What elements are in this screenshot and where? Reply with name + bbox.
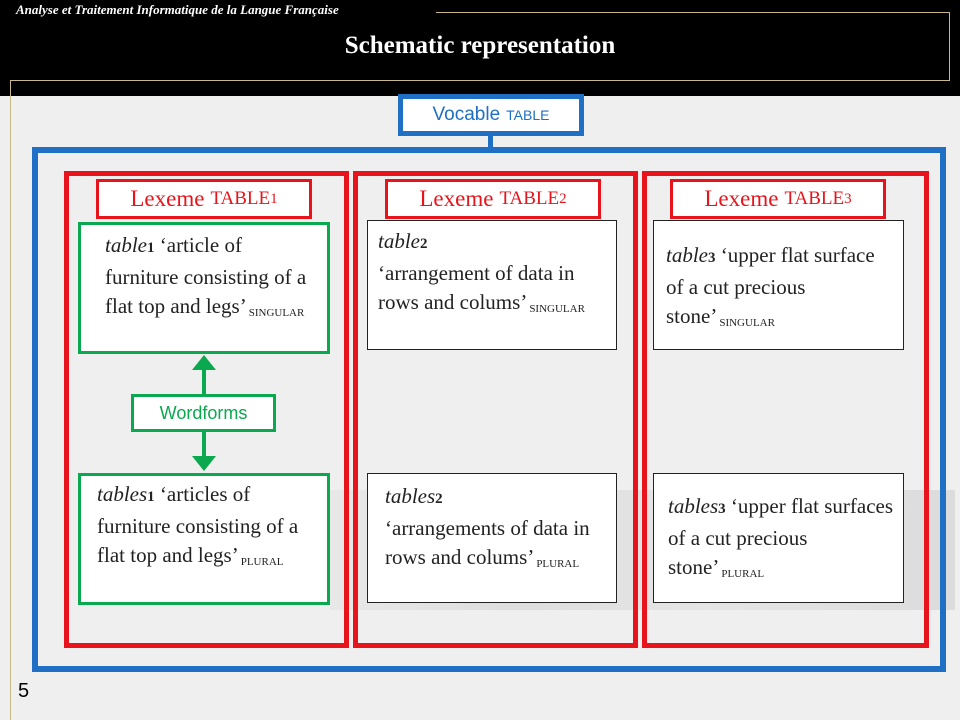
gram-tag: SINGULAR xyxy=(529,303,585,315)
sense-index: 3 xyxy=(718,501,726,517)
lexeme-name: TABLE xyxy=(499,188,560,209)
lexeme-index: 3 xyxy=(844,190,852,207)
lexeme-column-3 xyxy=(642,171,929,648)
vocable-label: Vocable xyxy=(432,104,501,125)
sense-box-tables2-plural: tables2 ‘arrangements of data in rows and… xyxy=(367,473,617,603)
sense-gloss: ‘articles of furniture consisting of a f… xyxy=(97,482,299,567)
sense-index: 3 xyxy=(708,250,716,266)
vocable-name: TABLE xyxy=(506,107,550,123)
lexeme-label: Lexeme xyxy=(704,186,779,211)
lexeme-column-1 xyxy=(64,171,349,648)
sense-index: 2 xyxy=(435,491,443,507)
lexeme-label: Lexeme xyxy=(130,186,205,211)
header-rule-right xyxy=(949,12,950,80)
header-rule-bottom xyxy=(10,80,950,81)
sense-word: tables xyxy=(385,484,436,508)
wordforms-box: Wordforms xyxy=(131,394,276,432)
gram-tag: PLURAL xyxy=(721,568,765,580)
sense-gloss: ‘arrangement of data in rows and colums’ xyxy=(378,261,575,314)
sense-box-tables3-plural: tables3 ‘upper flat surfaces of a cut pr… xyxy=(653,473,904,603)
lexeme-name: TABLE xyxy=(784,188,845,209)
sense-word: table xyxy=(378,229,420,253)
left-margin-rule xyxy=(10,80,11,720)
sense-gloss: ‘article of furniture consisting of a fl… xyxy=(105,233,307,318)
sense-word: table xyxy=(666,243,708,267)
lexeme-label: Lexeme xyxy=(419,186,494,211)
vocable-box: Vocable TABLE xyxy=(398,94,584,136)
page-number: 5 xyxy=(18,680,30,702)
sense-word: table xyxy=(105,233,147,257)
sense-box-table2-singular: table2 ‘arrangement of data in rows and c… xyxy=(367,220,617,350)
vocable-frame xyxy=(32,147,946,672)
sense-box-table3-singular: table3 ‘upper flat surface of a cut prec… xyxy=(653,220,904,350)
slide-title: Schematic representation xyxy=(344,32,616,59)
sense-box-tables1-plural: tables1 ‘articles of furniture consistin… xyxy=(78,473,330,605)
gram-tag: PLURAL xyxy=(536,558,580,570)
lexeme-index: 2 xyxy=(559,190,567,207)
gram-tag: PLURAL xyxy=(240,556,284,568)
lexeme-column-2 xyxy=(353,171,638,648)
gram-tag: SINGULAR xyxy=(248,307,305,319)
lexeme-index: 1 xyxy=(270,190,278,207)
header-rule-top xyxy=(436,12,950,13)
vocable-connector xyxy=(488,136,493,149)
sense-index: 1 xyxy=(147,489,155,505)
arrow-head-down xyxy=(192,456,216,471)
gram-tag: SINGULAR xyxy=(719,317,775,329)
sense-gloss: ‘arrangements of data in rows and colums… xyxy=(385,516,590,569)
sense-gloss: ‘upper flat surfaces of a cut precious s… xyxy=(668,494,894,579)
course-subtitle: Analyse et Traitement Informatique de la… xyxy=(16,2,339,17)
sense-gloss: ‘upper flat surface of a cut precious st… xyxy=(666,243,875,328)
sense-word: tables xyxy=(668,494,719,518)
arrow-head-up xyxy=(192,355,216,370)
sense-box-table1-singular: table1 ‘article of furniture consisting … xyxy=(78,222,330,354)
sense-index: 1 xyxy=(147,240,155,256)
sense-index: 2 xyxy=(420,236,428,252)
sense-word: tables xyxy=(97,482,148,506)
lexeme-name: TABLE xyxy=(210,188,271,209)
